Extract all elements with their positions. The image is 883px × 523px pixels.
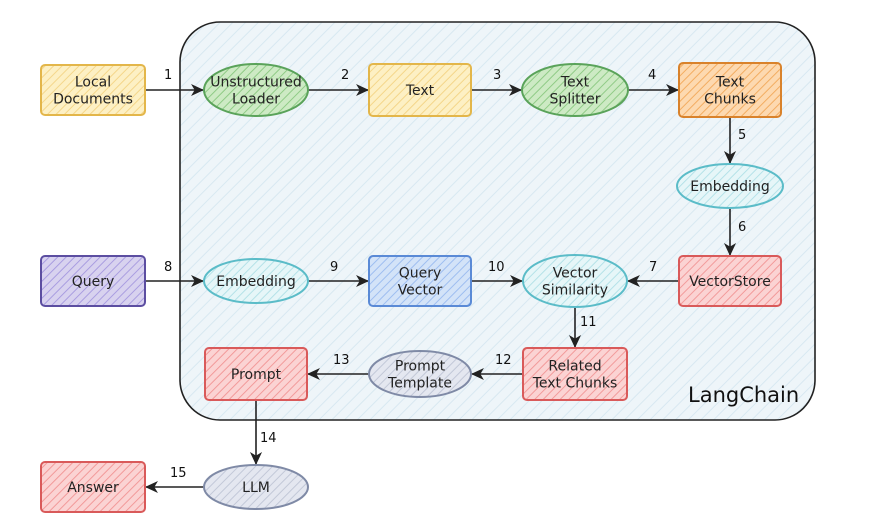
node-embedding-query-shape <box>203 258 309 304</box>
node-query-vector-shape <box>368 255 472 307</box>
edge-vector-similarity-to-related-text-chunks: 11 <box>568 307 597 348</box>
edge-query-vector-to-vector-similarity: 10 <box>471 260 523 288</box>
edge-step-label: 5 <box>738 128 746 143</box>
edge-step-label: 7 <box>649 260 657 275</box>
edge-text-to-text-splitter: 3 <box>471 68 522 97</box>
node-query: Query <box>40 255 146 307</box>
node-text: Text <box>368 63 472 117</box>
node-llm-shape <box>203 464 309 510</box>
node-related-text-chunks-label: Text Chunks <box>532 376 618 392</box>
node-local-documents-label: Local <box>75 75 111 91</box>
node-text-splitter-label: Splitter <box>550 92 601 108</box>
node-embedding-query: Embedding <box>203 258 309 304</box>
node-llm-label: LLM <box>242 480 270 496</box>
node-unstructured-loader-label: Unstructured <box>210 75 302 91</box>
langchain-label: LangChain <box>688 383 799 407</box>
node-local-documents-label: Documents <box>53 92 133 108</box>
edge-text-splitter-to-text-chunks: 4 <box>628 68 679 97</box>
node-vectorstore-label: VectorStore <box>689 274 771 290</box>
node-prompt-template-label: Template <box>387 376 452 392</box>
edge-step-label: 13 <box>333 353 350 368</box>
node-text-chunks-label: Chunks <box>704 92 756 108</box>
langchain-container <box>179 21 816 421</box>
node-vectorstore: VectorStore <box>678 255 782 307</box>
edge-query-to-embedding-query: 8 <box>145 260 204 288</box>
node-prompt-shape <box>204 347 308 401</box>
edge-embedding-query-to-query-vector: 9 <box>308 260 369 288</box>
node-llm: LLM <box>203 464 309 510</box>
node-text-label: Text <box>405 83 435 99</box>
node-query-label: Query <box>72 274 115 290</box>
edge-step-label: 8 <box>164 260 172 275</box>
edge-prompt-to-llm: 14 <box>249 400 277 465</box>
edge-embedding-doc-to-vectorstore: 6 <box>723 208 746 256</box>
node-text-splitter-shape <box>521 63 629 117</box>
node-answer-shape <box>40 461 146 513</box>
nodes: LocalDocumentsUnstructuredLoaderTextText… <box>40 62 784 513</box>
node-text-splitter-label: Text <box>560 75 590 91</box>
edge-step-label: 1 <box>164 68 172 83</box>
node-query-vector-label: Query <box>399 266 442 282</box>
node-embedding-doc-label: Embedding <box>690 179 769 195</box>
node-embedding-query-label: Embedding <box>216 274 295 290</box>
edge-step-label: 6 <box>738 220 746 235</box>
node-text-chunks-label: Text <box>715 75 745 91</box>
edge-step-label: 15 <box>170 466 187 481</box>
edge-step-label: 11 <box>580 315 597 330</box>
node-answer-label: Answer <box>67 480 119 496</box>
edge-step-label: 12 <box>495 353 512 368</box>
node-query-shape <box>40 255 146 307</box>
edge-step-label: 4 <box>648 68 656 83</box>
edge-unstructured-loader-to-text: 2 <box>308 68 369 97</box>
node-prompt: Prompt <box>204 347 308 401</box>
node-unstructured-loader-shape <box>203 63 309 117</box>
edge-prompt-template-to-prompt: 13 <box>307 353 369 381</box>
node-prompt-label: Prompt <box>231 367 282 383</box>
node-prompt-template-label: Prompt <box>395 359 446 375</box>
edge-step-label: 14 <box>260 431 277 446</box>
node-embedding-doc: Embedding <box>676 163 784 209</box>
node-unstructured-loader-label: Loader <box>232 92 280 108</box>
edge-step-label: 2 <box>341 68 349 83</box>
node-prompt-template-shape <box>368 350 472 398</box>
node-vector-similarity-label: Vector <box>553 266 598 282</box>
node-related-text-chunks-shape <box>522 347 628 401</box>
edge-text-chunks-to-embedding-doc: 5 <box>723 117 746 164</box>
node-text-shape <box>368 63 472 117</box>
edge-vectorstore-to-vector-similarity: 7 <box>627 260 679 288</box>
node-vector-similarity-shape <box>522 254 628 308</box>
edge-llm-to-answer: 15 <box>145 466 204 494</box>
node-vector-similarity-label: Similarity <box>542 283 608 299</box>
edge-local-documents-to-unstructured-loader: 1 <box>145 68 204 97</box>
node-related-text-chunks-label: Related <box>548 359 601 375</box>
node-text-chunks-shape <box>678 62 782 118</box>
edge-step-label: 10 <box>488 260 505 275</box>
node-answer: Answer <box>40 461 146 513</box>
edge-step-label: 3 <box>493 68 501 83</box>
node-query-vector-label: Vector <box>398 283 443 299</box>
node-embedding-doc-shape <box>676 163 784 209</box>
node-vectorstore-shape <box>678 255 782 307</box>
node-local-documents-shape <box>40 64 146 116</box>
edge-related-text-chunks-to-prompt-template: 12 <box>471 353 523 381</box>
edge-step-label: 9 <box>330 260 338 275</box>
